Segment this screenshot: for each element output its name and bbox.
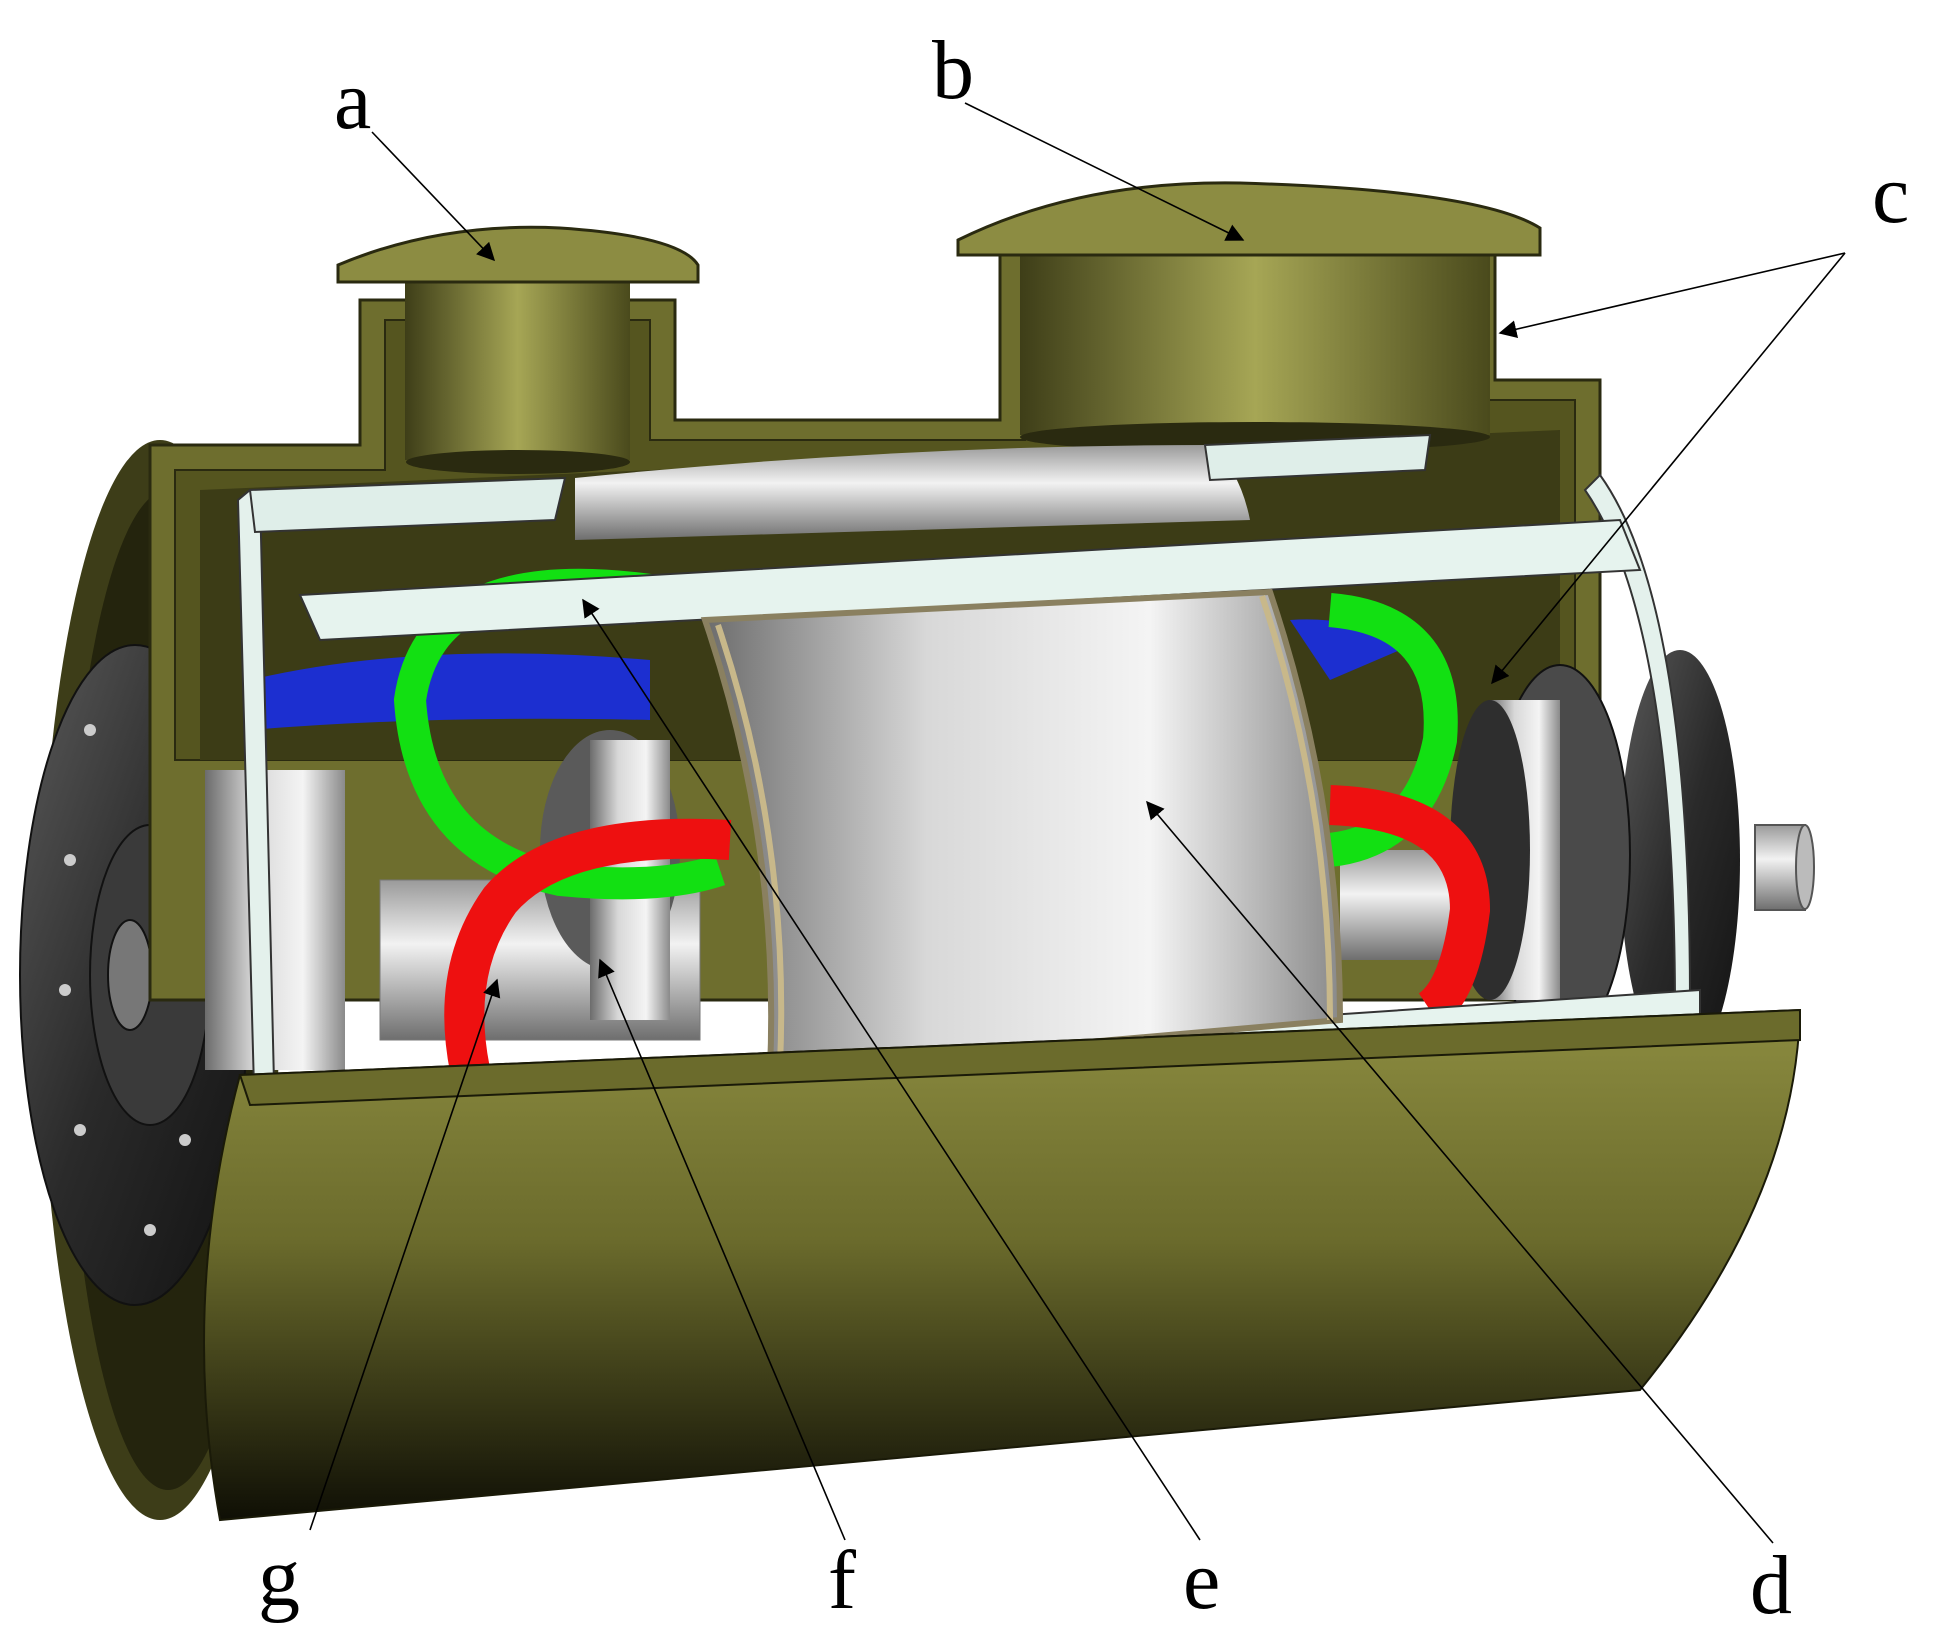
leader-a xyxy=(371,131,496,262)
label-e: e xyxy=(1183,1534,1220,1627)
red-coil xyxy=(444,785,1491,1074)
label-d: d xyxy=(1750,1539,1792,1632)
leader-g xyxy=(309,978,501,1531)
label-c: c xyxy=(1872,148,1909,241)
label-g: g xyxy=(258,1531,300,1624)
leader-lines xyxy=(309,102,1846,1544)
cap-a xyxy=(336,225,700,474)
leader-c2 xyxy=(1491,252,1846,685)
inner-cylinder xyxy=(700,588,1344,1074)
leader-c1 xyxy=(1498,252,1846,339)
left-shaft xyxy=(205,730,701,1070)
leader-f xyxy=(598,958,846,1541)
label-f: f xyxy=(828,1534,856,1627)
callout-labels: a b c d e f g xyxy=(258,24,1909,1632)
leader-b xyxy=(964,102,1245,241)
housing-front-shell xyxy=(203,1008,1802,1522)
label-b: b xyxy=(932,24,974,117)
label-a: a xyxy=(334,54,371,147)
cap-b xyxy=(956,181,1542,452)
rotor-back-band xyxy=(575,445,1250,540)
leader-d xyxy=(1146,800,1774,1544)
leader-e xyxy=(582,598,1201,1541)
